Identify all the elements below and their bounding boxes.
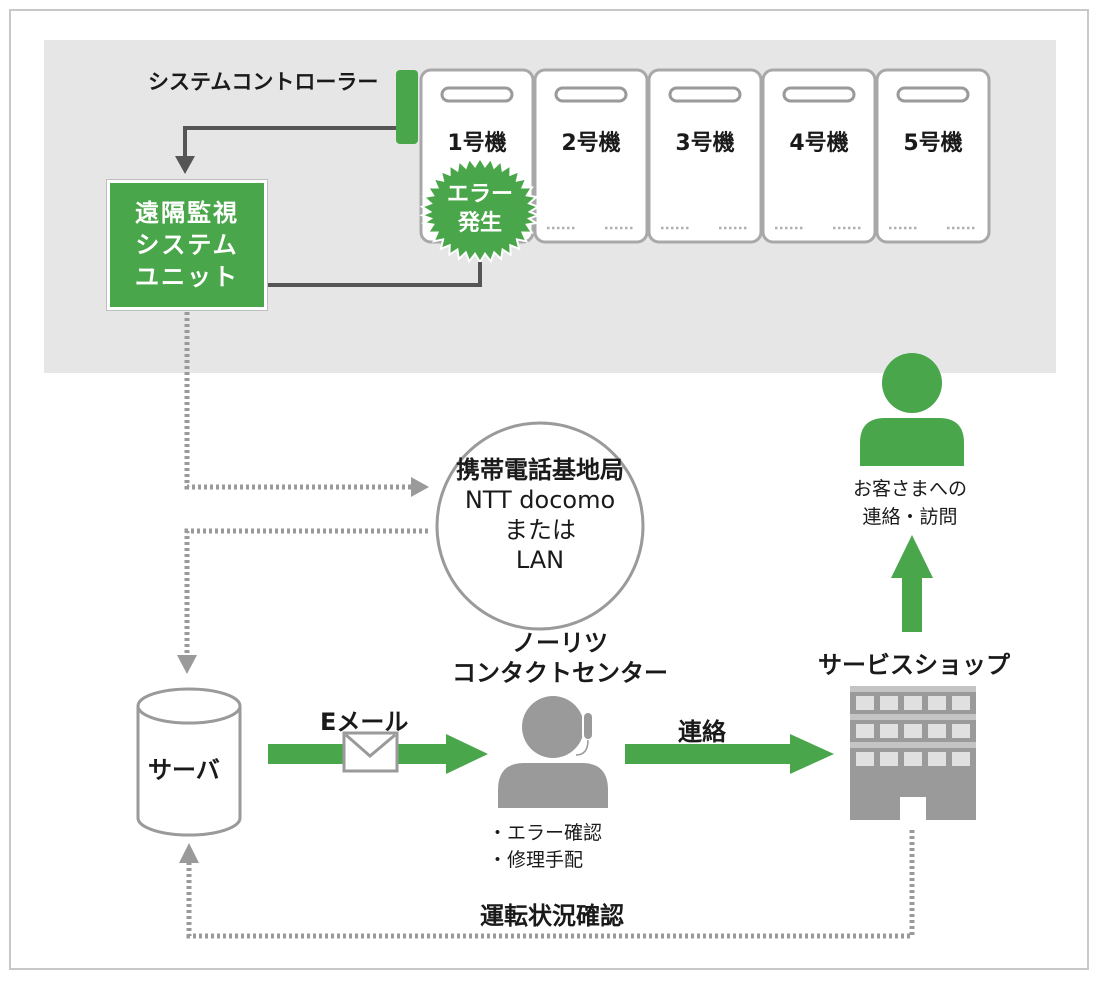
envelope-icon <box>342 731 399 773</box>
network-line-2: NTT docomo <box>464 486 616 514</box>
unit-line-1: 遠隔監視 <box>135 199 239 227</box>
arrow-to-unit <box>175 156 195 174</box>
machine-4 <box>761 68 877 244</box>
customer-note: お客さまへの 連絡・訪問 <box>810 475 1010 531</box>
email-label: Eメール <box>320 708 409 736</box>
contact-task-list: ・エラー確認 ・修理手配 <box>488 820 602 874</box>
unit-line-3: ユニット <box>135 263 239 291</box>
machine-5 <box>875 68 991 244</box>
machine-3-label: 3号機 <box>675 131 735 156</box>
error-line-1: エラー <box>446 182 513 207</box>
system-controller-label: システムコントローラー <box>148 70 379 94</box>
task-error-check: ・エラー確認 <box>488 822 603 844</box>
machine-5-label: 5号機 <box>903 131 963 156</box>
remote-monitoring-unit: 遠隔監視 システム ユニット <box>106 179 268 311</box>
machine-4-label: 4号機 <box>789 131 849 156</box>
dotted-network-to-server <box>184 528 428 656</box>
network-text: 携帯電話基地局 NTT docomo または LAN <box>440 455 640 575</box>
machine-3 <box>647 68 763 244</box>
error-badge-text: エラー 発生 <box>432 180 528 238</box>
server-label: サーバ <box>148 756 220 784</box>
contact-line-1: ノーリツ <box>512 629 608 657</box>
machine-units <box>419 68 991 244</box>
network-line-3: または <box>504 516 576 544</box>
contact-line-2: コンタクトセンター <box>452 659 668 687</box>
system-controller-bar <box>396 70 418 144</box>
customer-line-1: お客さまへの <box>852 478 967 500</box>
status-check-label: 運転状況確認 <box>480 902 624 930</box>
building-icon <box>850 686 976 820</box>
network-line-1: 携帯電話基地局 <box>456 456 624 484</box>
arrow-shop-to-customer <box>891 535 933 578</box>
customer-line-2: 連絡・訪問 <box>862 506 958 528</box>
error-line-2: 発生 <box>457 211 502 236</box>
dotted-unit-to-network <box>184 312 412 490</box>
dotted-status-loop <box>186 830 915 939</box>
diagram-frame <box>9 9 1089 970</box>
machine-1-label: 1号機 <box>447 131 507 156</box>
server-cylinder-icon <box>136 687 242 837</box>
network-line-4: LAN <box>515 546 565 574</box>
arrow-contact-to-shop <box>790 734 834 774</box>
person-headset-icon <box>498 696 608 808</box>
network-circle <box>435 421 645 631</box>
contact-arrow-label: 連絡 <box>678 718 726 746</box>
contact-center-label: ノーリツ コンタクトセンター <box>430 628 690 688</box>
person-icon <box>860 353 964 466</box>
service-shop-label: サービスショップ <box>818 651 1010 679</box>
arrow-server-to-contact <box>446 734 488 774</box>
unit-line-2: システム <box>135 231 239 259</box>
machine-2 <box>533 68 649 244</box>
task-repair: ・修理手配 <box>488 849 584 871</box>
machine-2-label: 2号機 <box>561 131 621 156</box>
unit-to-machine-line <box>267 262 482 287</box>
